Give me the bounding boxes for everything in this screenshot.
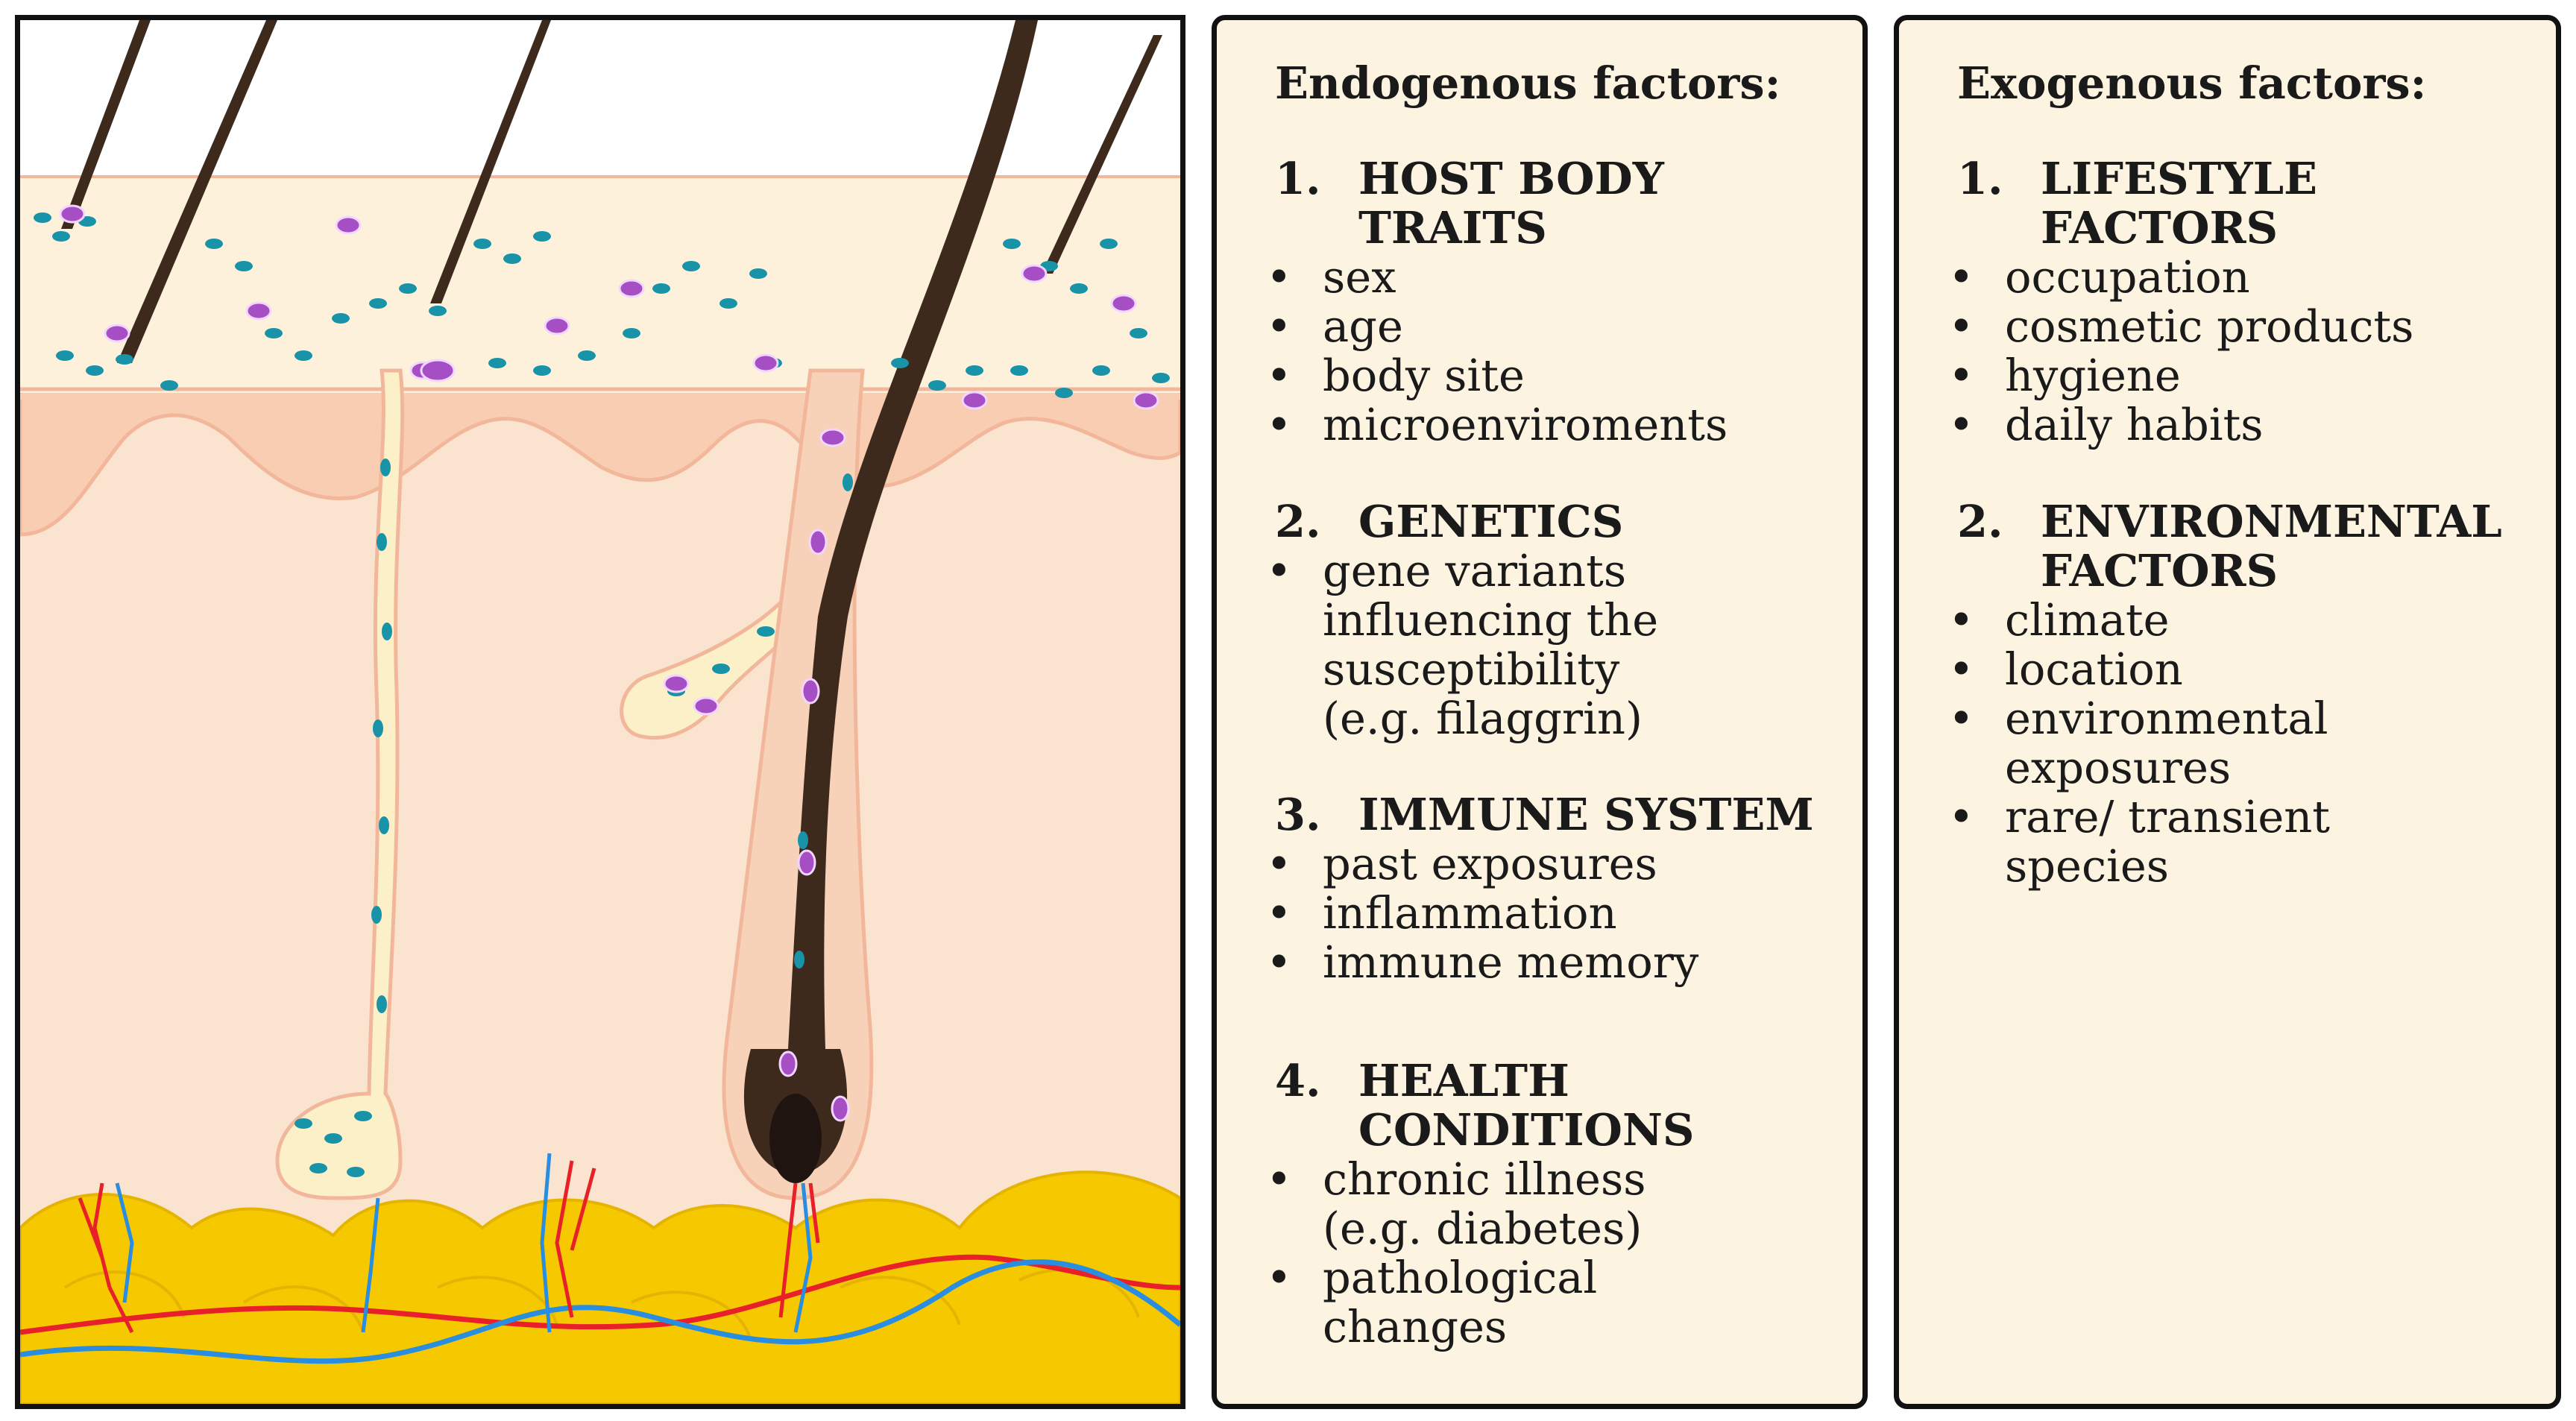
endogenous-title: Endogenous factors: xyxy=(1275,57,1781,109)
list-item: occupation xyxy=(1921,253,2548,303)
endogenous-section-2-list: gene variants influencing the susceptibi… xyxy=(1239,546,1716,743)
list-item: location xyxy=(1921,645,2339,695)
list-item: sex xyxy=(1239,253,1851,303)
endogenous-section-2-heading: 2.GENETICS xyxy=(1275,496,1624,547)
list-item: age xyxy=(1239,302,1851,352)
endogenous-section-1-heading: 1.HOST BODY TRAITS xyxy=(1275,153,1664,253)
list-item: immune memory xyxy=(1239,938,1851,988)
list-item: environmental exposures xyxy=(1921,694,2339,793)
list-item: climate xyxy=(1921,596,2339,646)
exogenous-section-1-heading: 1.LIFESTYLE FACTORS xyxy=(1957,153,2318,253)
list-item: pathological changes xyxy=(1239,1253,1657,1352)
list-item: microenviroments xyxy=(1239,400,1851,450)
list-item: gene variants influencing the susceptibi… xyxy=(1239,546,1716,743)
list-item: body site xyxy=(1239,351,1851,401)
list-item: daily habits xyxy=(1921,400,2548,450)
blood-vessels xyxy=(20,1153,1180,1364)
list-item: cosmetic products xyxy=(1921,302,2548,352)
endogenous-section-1-list: sex age body site microenviroments xyxy=(1239,253,1851,450)
exogenous-section-2-heading: 2.ENVIRONMENTAL FACTORS xyxy=(1957,496,2502,596)
epidermis xyxy=(20,177,1180,393)
exogenous-section-2-list: climate location environmental exposures… xyxy=(1921,596,2339,891)
list-item: hygiene xyxy=(1921,351,2548,401)
list-item: past exposures xyxy=(1239,839,1851,889)
endogenous-section-3-heading: 3.IMMUNE SYSTEM xyxy=(1275,789,1814,840)
exogenous-section-1-list: occupation cosmetic products hygiene dai… xyxy=(1921,253,2548,450)
bacteria xyxy=(34,212,1170,1177)
endogenous-factors-panel: Endogenous factors: 1.HOST BODY TRAITS s… xyxy=(1212,15,1868,1409)
bacteria-purple xyxy=(59,204,1159,1122)
subcutaneous-fat xyxy=(20,1170,1180,1404)
list-item: chronic illness (e.g. diabetes) xyxy=(1239,1155,1657,1253)
exogenous-title: Exogenous factors: xyxy=(1957,57,2427,109)
list-item: inflammation xyxy=(1239,889,1851,939)
list-item: rare/ transient species xyxy=(1921,793,2339,891)
endogenous-section-4-list: chronic illness (e.g. diabetes) patholog… xyxy=(1239,1155,1657,1352)
endogenous-section-3-list: past exposures inflammation immune memor… xyxy=(1239,839,1851,988)
skin-illustration-panel xyxy=(15,15,1185,1409)
endogenous-section-4-heading: 4.HEALTH CONDITIONS xyxy=(1275,1055,1695,1156)
hairs xyxy=(61,20,1162,1183)
skin-cross-section xyxy=(20,20,1180,1404)
sebaceous-gland xyxy=(620,583,813,740)
exogenous-factors-panel: Exogenous factors: 1.LIFESTYLE FACTORS o… xyxy=(1894,15,2561,1409)
